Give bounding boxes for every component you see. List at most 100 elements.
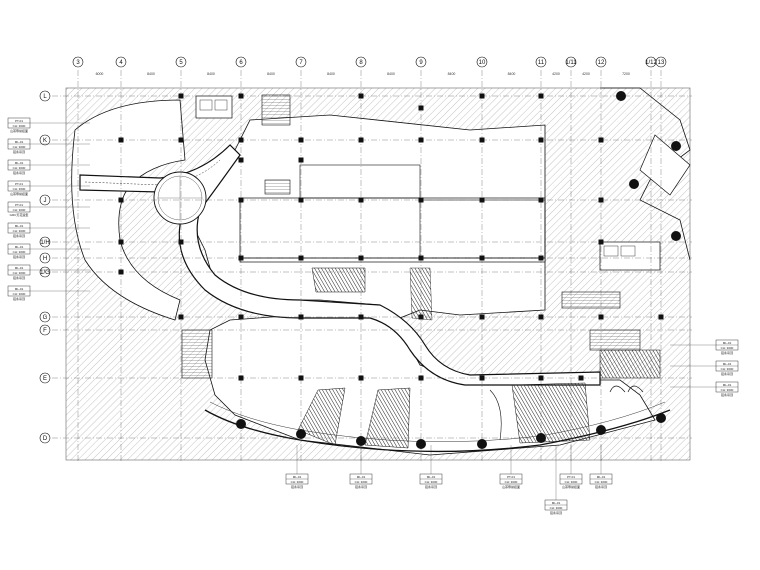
left-axis-label: L <box>43 94 47 100</box>
top-axis-label: 6 <box>239 60 243 66</box>
column-11 <box>358 93 364 99</box>
column-7 <box>538 137 544 143</box>
left-axis-label: G <box>43 315 48 321</box>
west-wing-curve <box>71 99 186 321</box>
top-axis-bubble <box>565 56 577 68</box>
top-axis-label: 7 <box>299 60 303 66</box>
lift-core-north <box>195 95 233 119</box>
top-dimension-6: 8400 <box>448 72 456 76</box>
round-column-11 <box>671 231 681 241</box>
lift-car-1 <box>199 99 213 111</box>
tag-spec: CH: 3000 <box>505 480 518 484</box>
top-axis-5: 5 <box>175 56 187 68</box>
top-axis-6: 6 <box>235 56 247 68</box>
left-axis-bubble <box>39 311 51 323</box>
top-axis-bubble <box>175 56 187 68</box>
top-axis-label: 11 <box>538 60 545 66</box>
left-axis-H: H <box>39 252 51 264</box>
tag-code: ML-01 <box>723 383 732 387</box>
tag-note: 山茶尊悬挂面 <box>562 484 580 489</box>
column-0 <box>118 137 124 143</box>
top-axis-3: 3 <box>72 56 84 68</box>
pattern-zone-1 <box>311 267 366 293</box>
top-axis-bubble <box>535 56 547 68</box>
left-axis-label: D <box>43 436 48 442</box>
column-21 <box>538 197 544 203</box>
top-dimension-10: 7200 <box>622 72 630 76</box>
column-12 <box>418 105 424 111</box>
top-axis-label: 12 <box>598 60 605 66</box>
top-axis-label: 13 <box>658 60 665 66</box>
stair-center <box>264 179 291 195</box>
pattern-zone-4 <box>364 387 411 449</box>
tag-note: 铝条吊顶 <box>291 484 303 489</box>
top-dimension-2: 8400 <box>207 72 215 76</box>
top-axis-label: 8 <box>359 60 363 66</box>
structural-columns <box>118 93 664 381</box>
top-axis-1-12: 1/12 <box>645 56 657 68</box>
tag-code: PT-01 <box>15 182 23 186</box>
tag-note: GRC天花造型 <box>10 212 29 217</box>
top-dimension-7: 8400 <box>508 72 516 76</box>
left-axis-D: D <box>39 432 51 444</box>
top-axis-8: 8 <box>355 56 367 68</box>
column-29 <box>479 255 485 261</box>
column-27 <box>358 255 364 261</box>
column-45 <box>538 375 544 381</box>
tag-spec: CH: 3000 <box>13 208 26 212</box>
top-dimension-0: 6000 <box>96 72 104 76</box>
left-axis-label: E <box>43 376 47 382</box>
left-axis-bubble <box>39 266 51 278</box>
top-axis-label: 4 <box>119 60 123 66</box>
entrance-arc-left <box>609 385 626 393</box>
round-column-4 <box>477 439 487 449</box>
tag-note: 铝条吊顶 <box>721 371 733 376</box>
column-2 <box>238 137 244 143</box>
south-facade-inner <box>209 401 666 442</box>
column-49 <box>118 269 124 275</box>
column-25 <box>238 255 244 261</box>
tag-spec: CH: 3000 <box>721 346 734 350</box>
tag-note: 铝条吊顶 <box>721 392 733 397</box>
tag-spec: CH: 3000 <box>13 292 26 296</box>
tag-code: PT-01 <box>507 475 515 479</box>
tag-note: 铝条吊顶 <box>595 484 607 489</box>
tag-spec: CH: 3000 <box>13 187 26 191</box>
round-column-6 <box>596 425 606 435</box>
top-axis-1-11: 1/11 <box>565 56 577 68</box>
column-43 <box>418 375 424 381</box>
column-8 <box>598 137 604 143</box>
left-axis-bubble <box>39 194 51 206</box>
top-axis-bubble <box>115 56 127 68</box>
top-axis-bubble <box>235 56 247 68</box>
tag-code: ML-01 <box>15 140 24 144</box>
column-46 <box>578 375 584 381</box>
horizontal-grid-lines <box>52 95 692 439</box>
column-31 <box>178 314 184 320</box>
tag-note: 山茶尊悬挂面 <box>10 128 28 133</box>
left-axis-bubble <box>39 324 51 336</box>
column-6 <box>479 137 485 143</box>
column-20 <box>479 197 485 203</box>
tag-code: ML-01 <box>15 287 24 291</box>
stair-north <box>261 94 291 126</box>
tag-code: ML-01 <box>723 341 732 345</box>
column-22 <box>598 197 604 203</box>
left-axis-label: H <box>43 256 47 262</box>
round-columns <box>236 91 681 449</box>
column-13 <box>479 93 485 99</box>
left-axis-label: K <box>43 138 47 144</box>
left-axis-label: J <box>44 198 47 204</box>
top-axis-label: 10 <box>479 60 486 66</box>
